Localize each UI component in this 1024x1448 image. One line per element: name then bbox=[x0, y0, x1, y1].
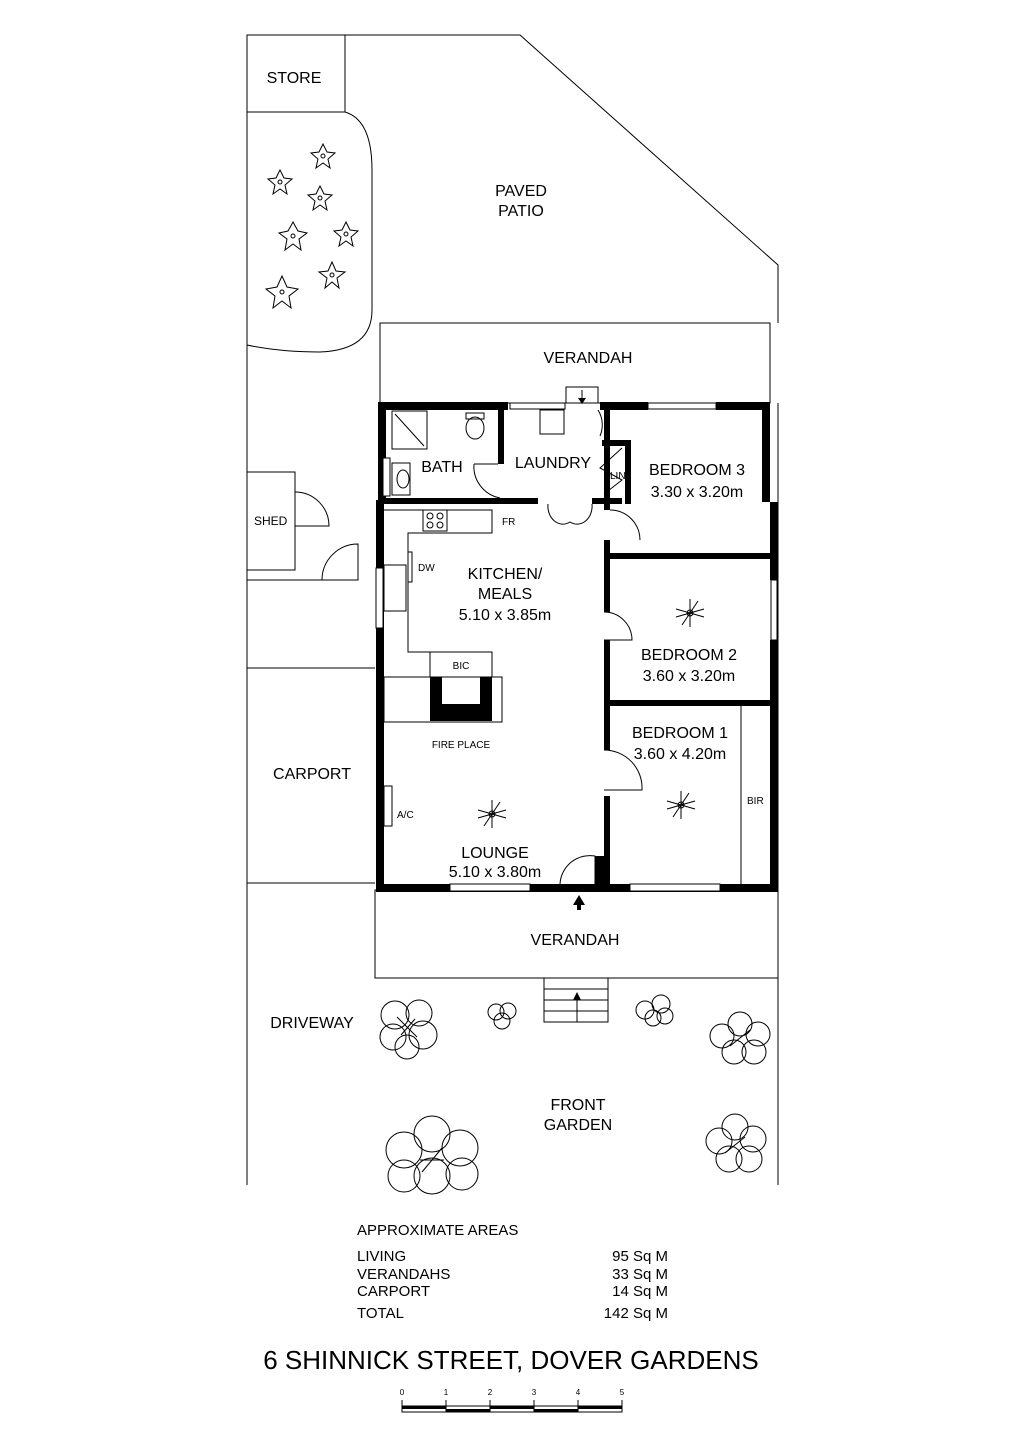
ac-unit bbox=[383, 785, 393, 827]
scale-tick-label: 2 bbox=[488, 1388, 493, 1397]
scale-tick-label: 0 bbox=[400, 1388, 405, 1397]
area-label: VERANDAHS bbox=[357, 1266, 450, 1283]
entry-arrow-icon bbox=[573, 895, 585, 910]
shower bbox=[391, 410, 428, 450]
label-kitchen-size: 5.10 x 3.85m bbox=[459, 607, 552, 624]
label-patio: PATIO bbox=[498, 203, 544, 220]
address-title: 6 SHINNICK STREET, DOVER GARDENS bbox=[263, 1345, 759, 1375]
ceiling-fan-icon bbox=[675, 599, 705, 627]
label-bedroom3: BEDROOM 3 bbox=[649, 462, 745, 479]
ceiling-fan-icon bbox=[477, 800, 507, 828]
label-driveway: DRIVEWAY bbox=[270, 1015, 354, 1032]
garden-bed bbox=[246, 111, 373, 353]
laundry-tub bbox=[539, 409, 565, 435]
label-store: STORE bbox=[267, 70, 322, 87]
scale-tick-label: 3 bbox=[532, 1388, 537, 1397]
label-bic: BIC bbox=[453, 661, 470, 672]
area-label: CARPORT bbox=[357, 1283, 430, 1300]
ceiling-fan-icon bbox=[666, 791, 696, 819]
sink bbox=[383, 564, 407, 612]
label-bedroom3-size: 3.30 x 3.20m bbox=[651, 484, 744, 501]
label-fridge: FR bbox=[502, 517, 515, 528]
scale-tick-label: 1 bbox=[444, 1388, 449, 1397]
basin bbox=[391, 462, 411, 496]
room-labels: STORE PAVED PATIO VERANDAH BATH LAUNDRY … bbox=[254, 70, 764, 1134]
label-ac: A/C bbox=[397, 810, 414, 821]
areas-table: APPROXIMATE AREAS LIVING 95 Sq M VERANDA… bbox=[357, 1222, 668, 1322]
area-value: 142 Sq M bbox=[604, 1305, 668, 1322]
toilet bbox=[465, 416, 485, 440]
label-front-verandah: VERANDAH bbox=[531, 932, 620, 949]
scale-tick-label: 4 bbox=[576, 1388, 581, 1397]
scale-tick-label: 5 bbox=[620, 1388, 625, 1397]
label-bedroom2-size: 3.60 x 3.20m bbox=[643, 668, 736, 685]
label-front-garden: FRONT bbox=[550, 1097, 605, 1114]
area-value: 95 Sq M bbox=[612, 1248, 668, 1265]
label-fireplace: FIRE PLACE bbox=[432, 740, 491, 751]
label-lounge-size: 5.10 x 3.80m bbox=[449, 864, 542, 881]
shed-outline bbox=[246, 471, 296, 571]
area-value: 33 Sq M bbox=[612, 1266, 668, 1283]
tree-icons bbox=[379, 994, 771, 1195]
scale-bar: 0 1 2 3 4 5 bbox=[400, 1388, 625, 1413]
label-laundry: LAUNDRY bbox=[515, 455, 592, 472]
label-front-garden: GARDEN bbox=[544, 1117, 612, 1134]
label-meals: MEALS bbox=[478, 586, 532, 603]
walls bbox=[375, 402, 778, 910]
area-label: LIVING bbox=[357, 1248, 406, 1265]
label-kitchen: KITCHEN/ bbox=[468, 566, 543, 583]
flower-icons bbox=[264, 142, 360, 310]
label-lounge: LOUNGE bbox=[461, 845, 529, 862]
area-value: 14 Sq M bbox=[612, 1283, 668, 1300]
label-dishwasher: DW bbox=[418, 563, 435, 574]
area-label: TOTAL bbox=[357, 1305, 404, 1322]
fixtures bbox=[383, 409, 565, 827]
label-shed: SHED bbox=[254, 514, 288, 528]
label-carport: CARPORT bbox=[273, 766, 351, 783]
label-bath: BATH bbox=[421, 459, 462, 476]
areas-heading: APPROXIMATE AREAS bbox=[357, 1222, 518, 1239]
label-patio: PAVED bbox=[495, 183, 547, 200]
cooktop bbox=[422, 509, 448, 532]
label-bedroom1: BEDROOM 1 bbox=[632, 725, 728, 742]
label-bedroom1-size: 3.60 x 4.20m bbox=[634, 746, 727, 763]
label-bir: BIR bbox=[747, 796, 764, 807]
label-rear-verandah: VERANDAH bbox=[544, 350, 633, 367]
label-lin: LIN bbox=[610, 471, 626, 482]
label-bedroom2: BEDROOM 2 bbox=[641, 647, 737, 664]
